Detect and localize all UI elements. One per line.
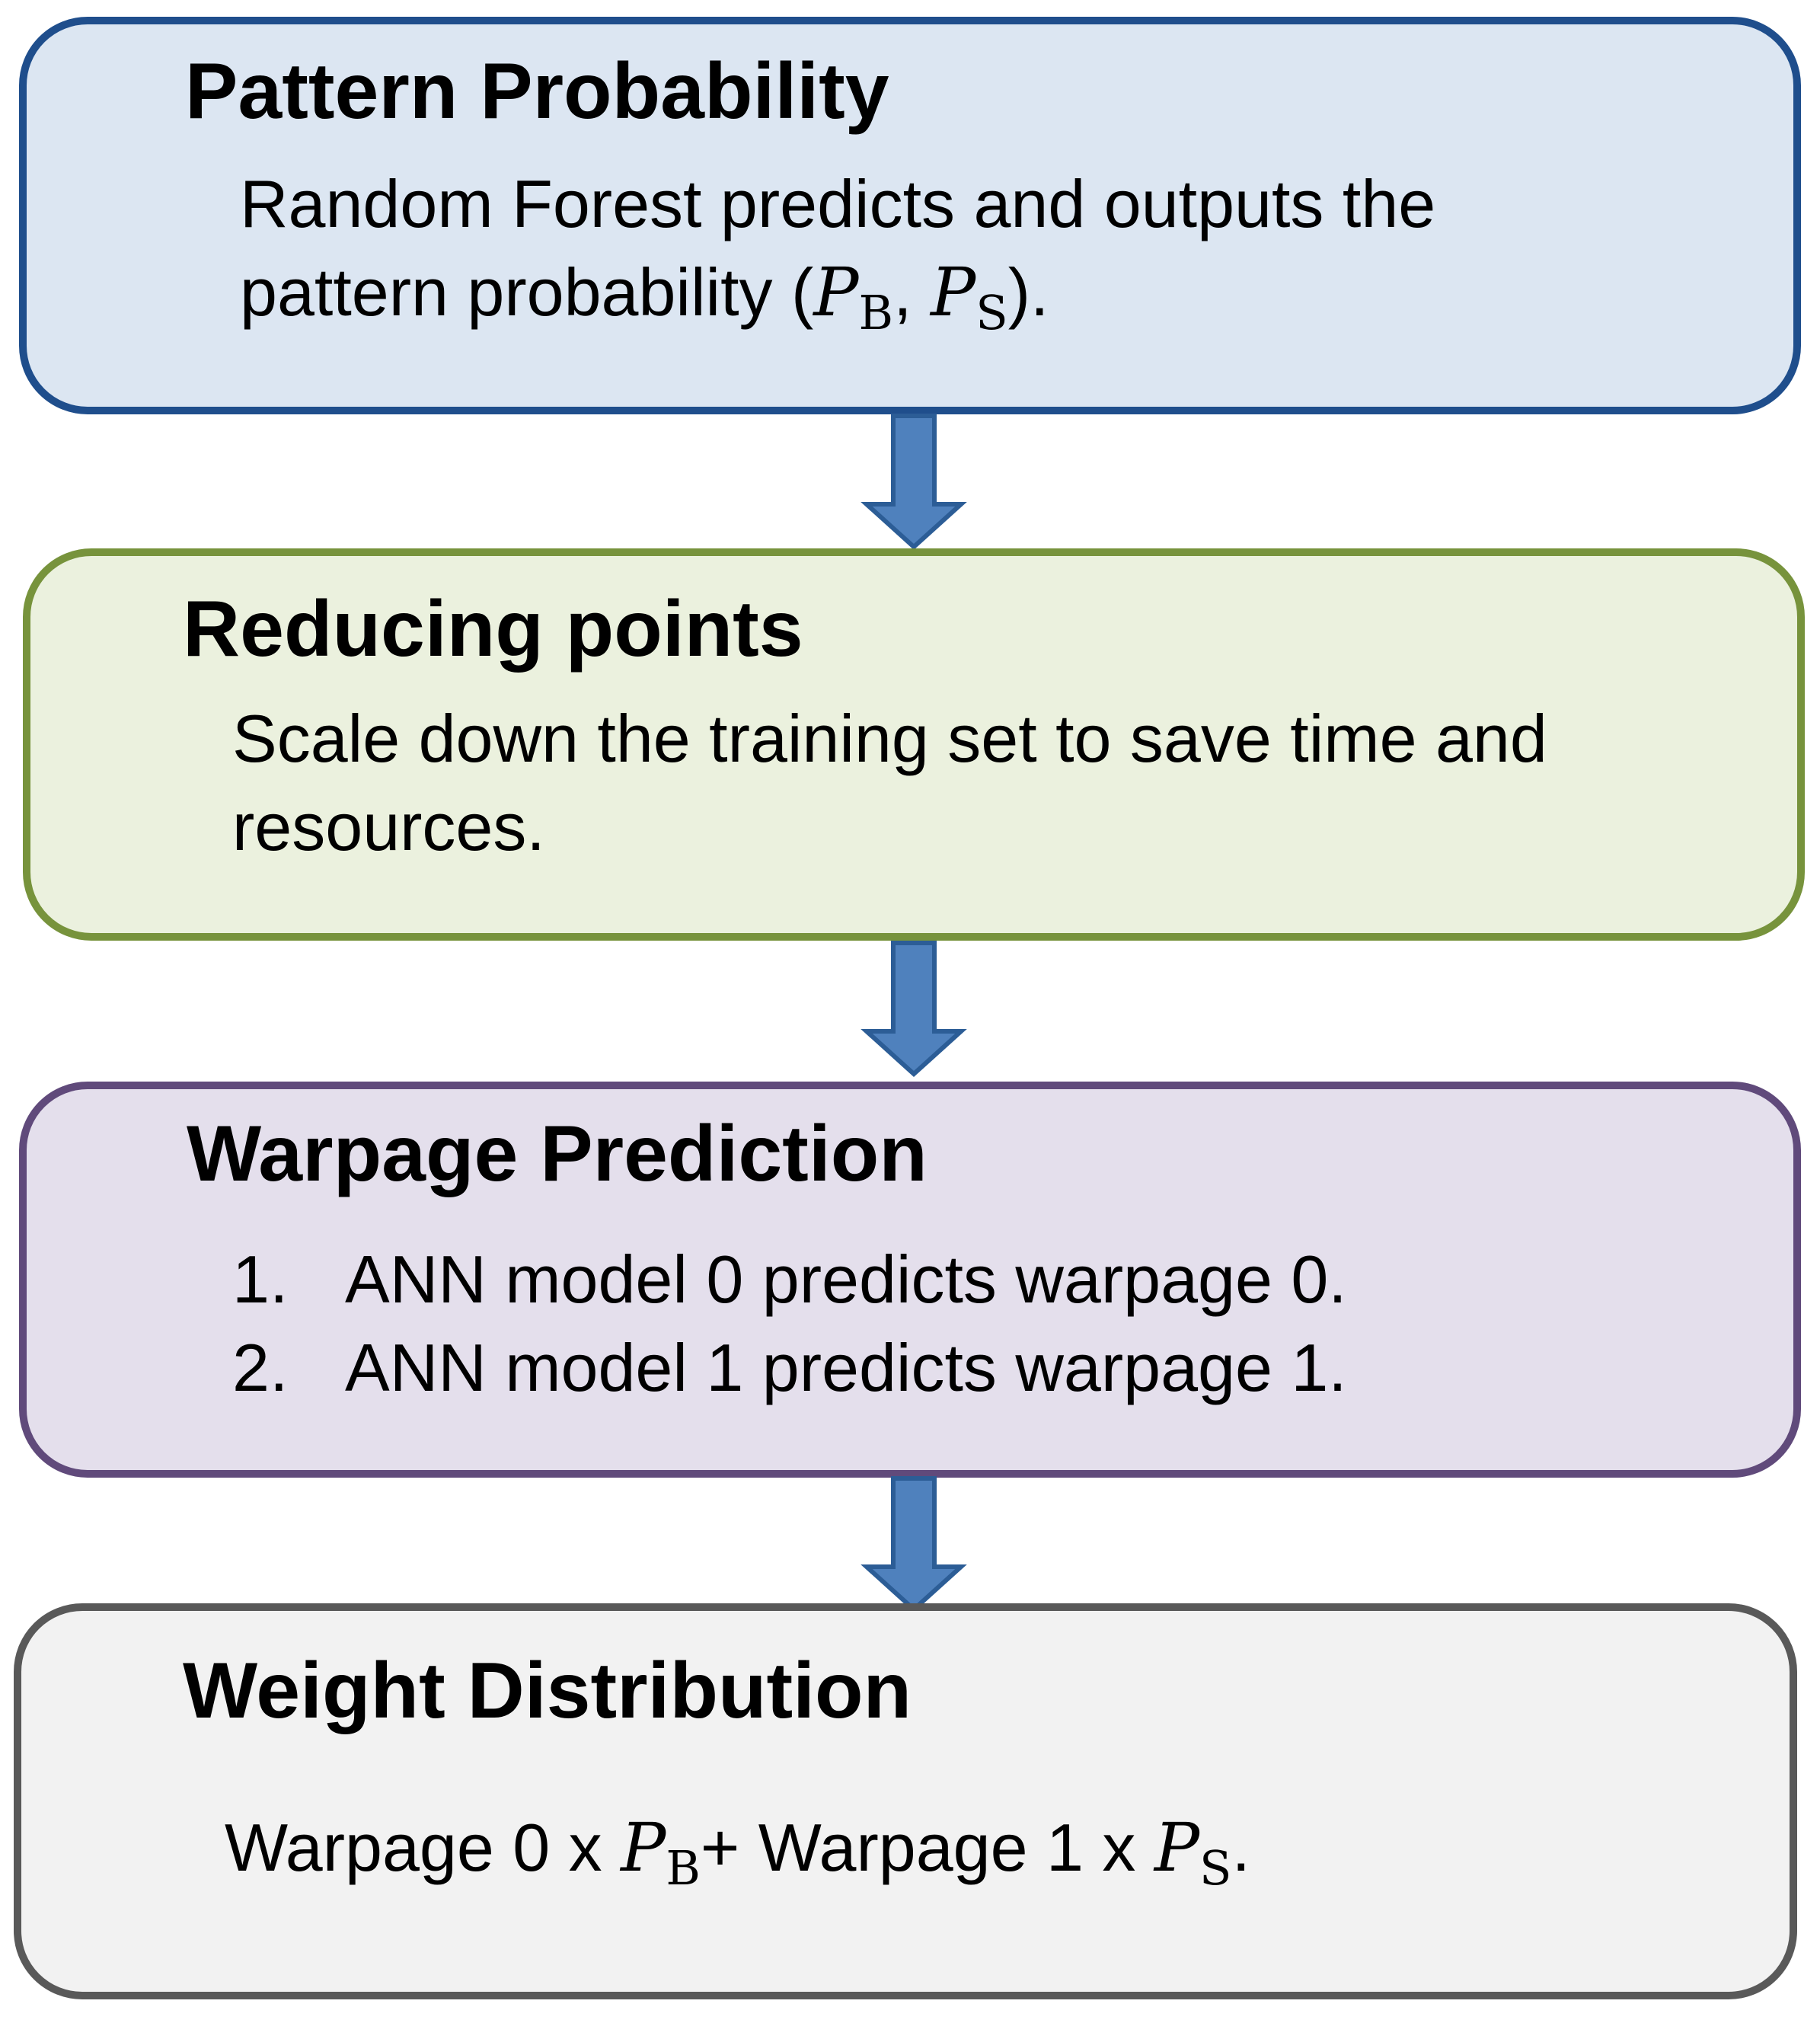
reducing-points-description: Scale down the training set to save time… [232,695,1547,871]
reducing-points-line1: Scale down the training set to save time… [232,701,1547,776]
warpage-prediction-title: Warpage Prediction [187,1110,928,1198]
reducing-points-line2: resources. [232,789,545,864]
warpage-step-item: 2. ANN model 1 predicts warpage 1. [232,1324,1347,1412]
math-p-b-symbol: P [621,1808,666,1887]
math-p-s-symbol: P [930,253,976,331]
pattern-probability-title: Pattern Probability [185,47,889,136]
down-arrow-icon [861,414,967,551]
math-sub-s: S [975,285,1008,340]
math-p-b-symbol: P [813,253,859,331]
math-sub-b: B [858,285,894,340]
step-number: 2. [232,1330,289,1405]
pattern-probability-box [19,17,1801,414]
weight-distribution-formula: Warpage 0 x PB+ Warpage 1 x PS. [225,1804,1250,1913]
down-arrow-icon [861,1476,967,1613]
pattern-probability-description: Random Forest predicts and outputs the p… [240,160,1435,357]
step-number: 1. [232,1242,289,1317]
pattern-probability-line2-prefix: pattern probability ( [240,254,814,330]
math-sub-s: S [1199,1840,1232,1896]
warpage-step-item: 1. ANN model 0 predicts warpage 0. [232,1235,1347,1324]
down-arrow-icon [861,941,967,1078]
math-comma: , [893,254,931,330]
pattern-probability-line2-suffix: ). [1007,254,1049,330]
reducing-points-box [23,548,1805,941]
weight-distribution-box [14,1603,1797,1999]
step-text: ANN model 0 predicts warpage 0. [345,1242,1347,1317]
math-p-s-symbol: P [1154,1808,1200,1887]
reducing-points-title: Reducing points [183,585,803,673]
warpage-prediction-box [19,1082,1801,1478]
formula-part2: + Warpage 1 x [700,1810,1154,1885]
formula-part1: Warpage 0 x [225,1810,621,1885]
pattern-probability-line2: pattern probability (PB, PS). [240,248,1435,357]
math-sub-b: B [666,1840,701,1896]
step-text: ANN model 1 predicts warpage 1. [345,1330,1347,1405]
pattern-probability-line1: Random Forest predicts and outputs the [240,166,1436,241]
weight-distribution-title: Weight Distribution [183,1647,912,1735]
formula-part3: . [1231,1810,1250,1885]
warpage-prediction-steps: 1. ANN model 0 predicts warpage 0. 2. ANN … [232,1235,1347,1412]
